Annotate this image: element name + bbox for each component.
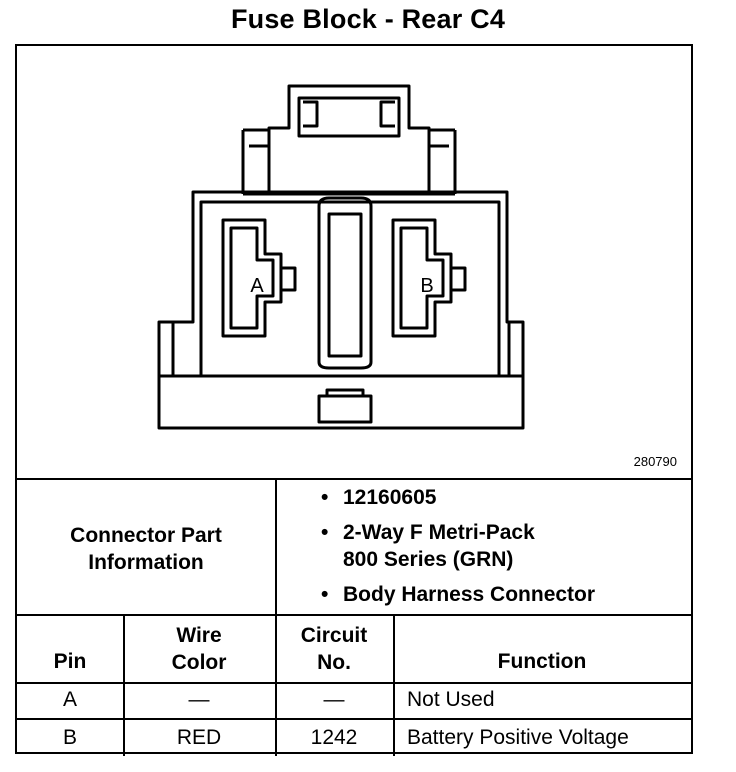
divider bbox=[123, 614, 125, 756]
figure-reference-number: 280790 bbox=[633, 454, 677, 469]
divider bbox=[275, 614, 277, 756]
connector-face-drawing: A B bbox=[157, 84, 525, 430]
divider bbox=[17, 718, 691, 720]
list-item: •2-Way F Metri-Pack bbox=[321, 521, 535, 544]
bottom-key bbox=[317, 394, 373, 424]
divider bbox=[17, 478, 691, 480]
header-line: Information bbox=[88, 551, 204, 574]
column-header-wire-color: Wire Color bbox=[171, 624, 227, 674]
center-cavity bbox=[317, 196, 373, 370]
connector-body bbox=[157, 190, 525, 430]
divider bbox=[17, 614, 691, 616]
table-cell-pin: B bbox=[62, 726, 77, 749]
page-title: Fuse Block - Rear C4 bbox=[230, 4, 506, 34]
table-cell-pin: A bbox=[62, 688, 77, 711]
cavity-label-b: B bbox=[420, 275, 433, 297]
connector-info-header: Connector Part Information bbox=[17, 522, 275, 576]
divider bbox=[275, 478, 277, 614]
table-cell-wire-color: RED bbox=[176, 726, 222, 749]
column-header-circuit: Circuit No. bbox=[300, 624, 368, 674]
connector-sheet: A B 280790 Connector Part Information •1… bbox=[15, 44, 693, 756]
column-header-function: Function bbox=[497, 650, 587, 673]
list-item: •12160605 bbox=[321, 486, 437, 509]
cavity-label-a: A bbox=[250, 275, 264, 297]
table-cell-circuit: — bbox=[323, 688, 345, 711]
latch-outline bbox=[267, 84, 431, 196]
list-item: •Body Harness Connector bbox=[321, 583, 596, 606]
list-item-continuation: 800 Series (GRN) bbox=[343, 548, 514, 571]
table-cell-function: Not Used bbox=[407, 688, 495, 711]
column-header-pin: Pin bbox=[53, 650, 87, 673]
table-cell-wire-color: — bbox=[188, 688, 210, 711]
table-cell-function: Battery Positive Voltage bbox=[407, 726, 629, 749]
connector-info-list: •12160605 •2-Way F Metri-Pack 800 Series… bbox=[321, 484, 595, 608]
cavity-a bbox=[221, 218, 283, 338]
latch-inner bbox=[297, 96, 401, 138]
header-line: Connector Part bbox=[70, 524, 222, 547]
divider bbox=[17, 682, 691, 684]
divider bbox=[393, 614, 395, 756]
cavity-b bbox=[391, 218, 453, 338]
table-cell-circuit: 1242 bbox=[310, 726, 358, 749]
